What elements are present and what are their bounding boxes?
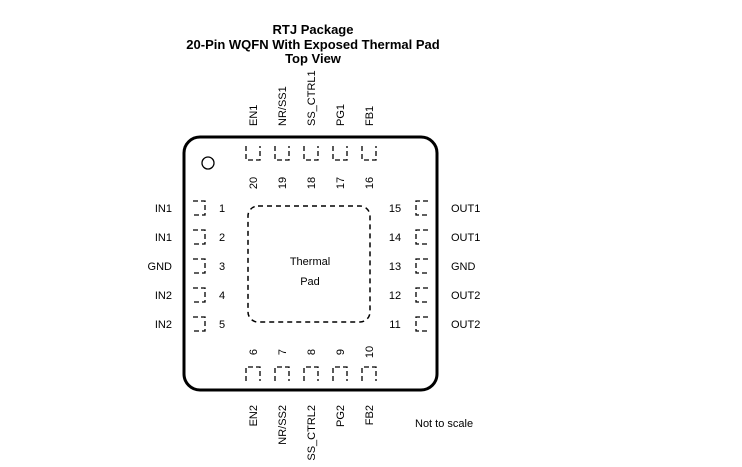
pin-number-8: 8 — [306, 349, 318, 355]
pin-pad-3 — [193, 258, 206, 274]
pin-pad-11 — [415, 316, 428, 332]
pin-name-3: GND — [148, 261, 173, 273]
pin-pad-13 — [415, 258, 428, 274]
pin-pad-15 — [415, 200, 428, 216]
top-pin-group: 16 FB1 17 PG1 18 SS_CTRL1 19 NR/SS1 20 EN1 — [245, 70, 377, 189]
pin-name-10: FB2 — [364, 405, 376, 425]
pin-pad-16 — [361, 146, 377, 161]
pin-pad-6 — [245, 366, 261, 381]
pin1-marker — [201, 156, 215, 170]
pin-pad-14 — [415, 229, 428, 245]
pin-pad-17 — [332, 146, 348, 161]
pin-number-6: 6 — [248, 349, 260, 355]
pin-pad-7 — [274, 366, 290, 381]
pin-number-10: 10 — [364, 346, 376, 358]
pin-number-1: 1 — [219, 203, 225, 215]
pin-name-9: PG2 — [335, 405, 347, 427]
title-line-3: Top View — [285, 51, 342, 66]
pin-name-11: OUT2 — [451, 319, 480, 331]
pin-name-4: IN2 — [155, 290, 172, 302]
pin-pad-10 — [361, 366, 377, 381]
pin-name-13: GND — [451, 261, 476, 273]
pin-name-6: EN2 — [248, 405, 260, 426]
pin-pad-12 — [415, 287, 428, 303]
pin-number-4: 4 — [219, 290, 225, 302]
pin-number-17: 17 — [335, 177, 347, 189]
thermal-pad-label-1: Thermal — [290, 256, 330, 268]
pin-name-19: NR/SS1 — [277, 86, 289, 126]
thermal-pad — [247, 205, 371, 323]
pin-number-19: 19 — [277, 177, 289, 189]
pin-number-18: 18 — [306, 177, 318, 189]
pin-name-1: IN1 — [155, 203, 172, 215]
pin-pad-19 — [274, 146, 290, 161]
thermal-pad-label-2: Pad — [300, 276, 320, 288]
pin-number-12: 12 — [389, 290, 401, 302]
title-line-2: 20-Pin WQFN With Exposed Thermal Pad — [186, 37, 439, 52]
pin-name-18: SS_CTRL1 — [306, 70, 318, 126]
pin-number-13: 13 — [389, 261, 401, 273]
pin-number-9: 9 — [335, 349, 347, 355]
pin-pad-8 — [303, 366, 319, 381]
package-body — [182, 135, 439, 392]
pin-number-5: 5 — [219, 319, 225, 331]
pin-number-15: 15 — [389, 203, 401, 215]
pin-name-2: IN1 — [155, 232, 172, 244]
pin-pad-18 — [303, 146, 319, 161]
pin-number-3: 3 — [219, 261, 225, 273]
pin-name-20: EN1 — [248, 105, 260, 126]
pin-pad-2 — [193, 229, 206, 245]
pin-number-14: 14 — [389, 232, 401, 244]
pin-number-11: 11 — [389, 319, 400, 331]
pin-pad-4 — [193, 287, 206, 303]
pin-name-14: OUT1 — [451, 232, 480, 244]
pin-name-5: IN2 — [155, 319, 172, 331]
pin-number-20: 20 — [248, 177, 260, 189]
pin-name-17: PG1 — [335, 104, 347, 126]
title-line-1: RTJ Package — [273, 22, 354, 37]
pin-number-2: 2 — [219, 232, 225, 244]
pin-name-16: FB1 — [364, 106, 376, 126]
pin-pad-20 — [245, 146, 261, 161]
pin-number-16: 16 — [364, 177, 376, 189]
scale-note: Not to scale — [415, 418, 473, 430]
pin-name-8: SS_CTRL2 — [306, 405, 318, 461]
pin-name-12: OUT2 — [451, 290, 480, 302]
pin-name-15: OUT1 — [451, 203, 480, 215]
pin-name-7: NR/SS2 — [277, 405, 289, 445]
pin-pad-9 — [332, 366, 348, 381]
pin-pad-1 — [193, 200, 206, 216]
pin-number-7: 7 — [277, 349, 289, 355]
pin-pad-5 — [193, 316, 206, 332]
